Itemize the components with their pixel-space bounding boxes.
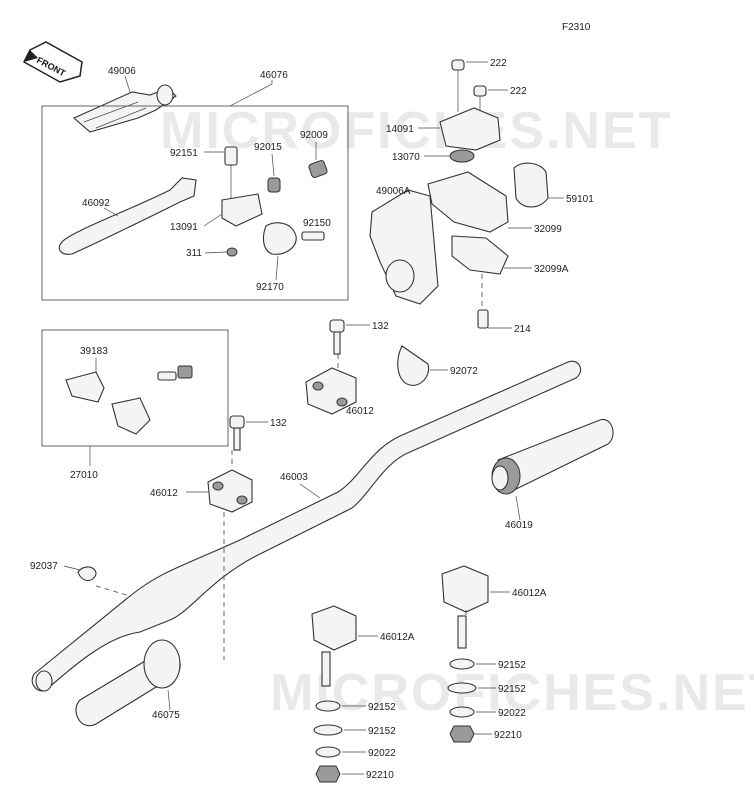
cable-tie-part [77,566,97,582]
label-92210-a: 92210 [366,770,394,781]
label-92152-d: 92152 [498,684,526,695]
lower-clamp-parts [207,415,253,513]
lever-holder-parts [221,146,328,257]
riser-left-stack [311,605,357,783]
label-13070: 13070 [392,152,420,163]
label-46092: 46092 [82,198,110,209]
throttle-grip-part [491,419,614,495]
label-92151: 92151 [170,148,198,159]
figure-code: F2310 [562,22,591,33]
label-46012A-b: 46012A [380,632,415,643]
label-132-a: 132 [372,321,389,332]
label-92152-b: 92152 [368,726,396,737]
label-92150: 92150 [303,218,331,229]
label-92152-a: 92152 [368,702,396,713]
watermark-top: MICROFICHES.NET [160,102,672,160]
label-92037: 92037 [30,561,58,572]
label-92009: 92009 [300,130,328,141]
label-92072: 92072 [450,366,478,377]
label-49006A: 49006A [376,186,411,197]
label-46012A-a: 46012A [512,588,547,599]
label-132-b: 132 [270,418,287,429]
label-46012-a: 46012 [346,406,374,417]
label-14091: 14091 [386,124,414,135]
label-311: 311 [186,248,202,259]
lever-guard-part [72,84,177,133]
riser-right-stack [441,565,489,743]
label-46019: 46019 [505,520,533,531]
alignment-guides [95,274,483,660]
label-214: 214 [514,324,531,335]
label-92170: 92170 [256,282,284,293]
left-grip-part [75,639,181,727]
label-46075: 46075 [152,710,180,721]
label-39183: 39183 [80,346,108,357]
label-92022-a: 92022 [368,748,396,759]
watermark-bottom: MICROFICHES.NET [270,664,754,722]
label-222-a: 222 [490,58,507,69]
throttle-housing-parts [369,59,549,329]
assembly-box-46076 [41,105,349,301]
label-92015: 92015 [254,142,282,153]
label-92152-c: 92152 [498,660,526,671]
clutch-lever-part [58,177,197,255]
label-32099A: 32099A [534,264,569,275]
label-59101: 59101 [566,194,594,205]
label-13091: 13091 [170,222,198,233]
upper-clamp-parts [305,319,430,415]
assembly-box-27010 [41,329,229,447]
label-222-b: 222 [510,86,527,97]
label-46003: 46003 [280,472,308,483]
label-92022-b: 92022 [498,708,526,719]
label-46012-b: 46012 [150,488,178,499]
kill-switch-parts [65,365,193,435]
label-49006: 49006 [108,66,136,77]
handlebar-part [31,360,582,692]
front-arrow-icon: FRONT [23,41,83,83]
label-32099: 32099 [534,224,562,235]
label-27010: 27010 [70,470,98,481]
label-92210-b: 92210 [494,730,522,741]
label-46076: 46076 [260,70,288,81]
